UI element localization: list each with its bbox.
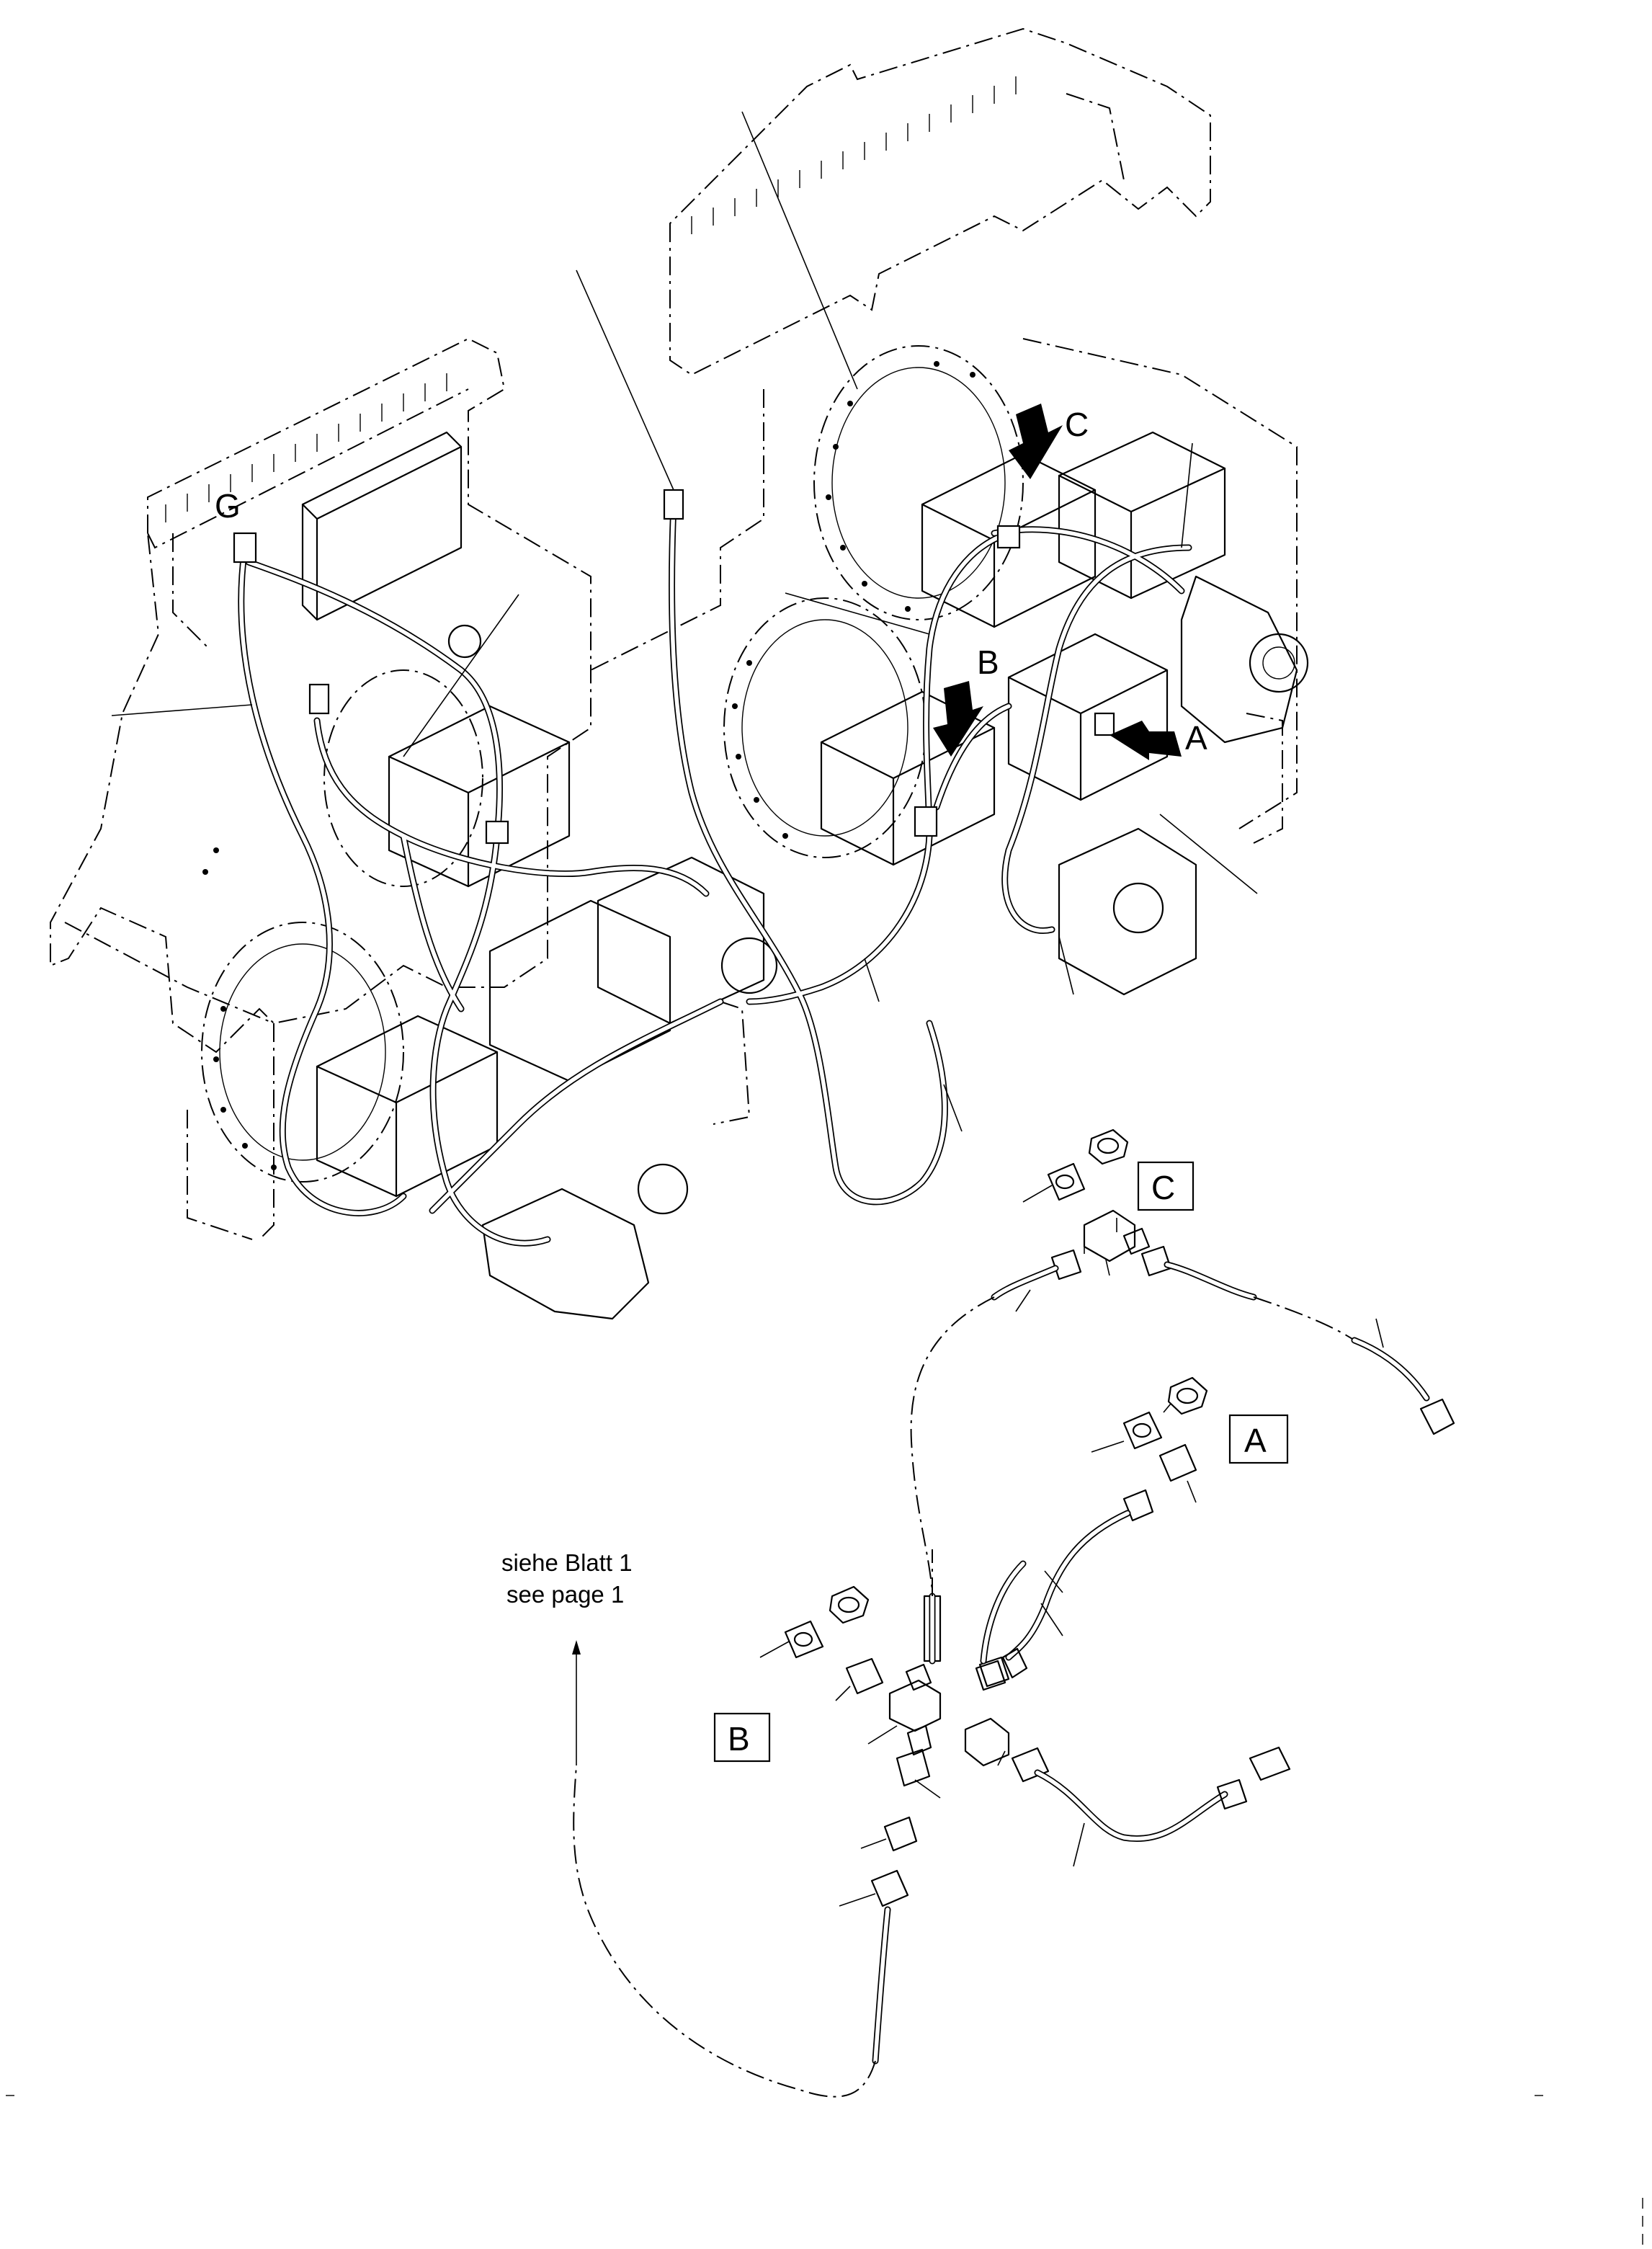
main-leaders (111, 111, 1258, 1132)
sheet-edge-marks (6, 2095, 1643, 2245)
callout-arrows (933, 404, 1182, 760)
bolt-marks (202, 361, 975, 1170)
callout-c: C (1065, 406, 1089, 443)
main-assembly: C B A G (50, 27, 1309, 1320)
arrow-a (1109, 721, 1182, 760)
arrow-c (1009, 404, 1063, 479)
detail-c: C (910, 1128, 1455, 1600)
left-frame (50, 337, 591, 1240)
main-fittings (233, 489, 1115, 845)
callout-b: B (977, 643, 999, 681)
detail-box-b (713, 1712, 771, 1763)
callout-g: G (215, 487, 241, 525)
callout-a: A (1185, 719, 1207, 757)
right-frame (590, 27, 1298, 829)
detail-box-a (1228, 1414, 1289, 1464)
detail-b: B (573, 1549, 1291, 2098)
note-arrow-head (572, 1640, 581, 1655)
flange-rings (201, 345, 1024, 1183)
arrow-b (933, 681, 983, 757)
detail-box-b-label: B (728, 1720, 750, 1758)
detail-box-c (1137, 1161, 1195, 1211)
detail-a: A (978, 1376, 1289, 1688)
reference-note: siehe Blatt 1 see page 1 (501, 1549, 633, 1765)
note-line-2: see page 1 (506, 1581, 624, 1608)
hydraulic-hoses (238, 501, 1192, 1247)
motor-housings (447, 624, 1309, 1215)
note-line-1: siehe Blatt 1 (501, 1549, 633, 1576)
detail-box-a-label: A (1244, 1422, 1267, 1459)
detail-box-c-label: C (1151, 1169, 1175, 1206)
